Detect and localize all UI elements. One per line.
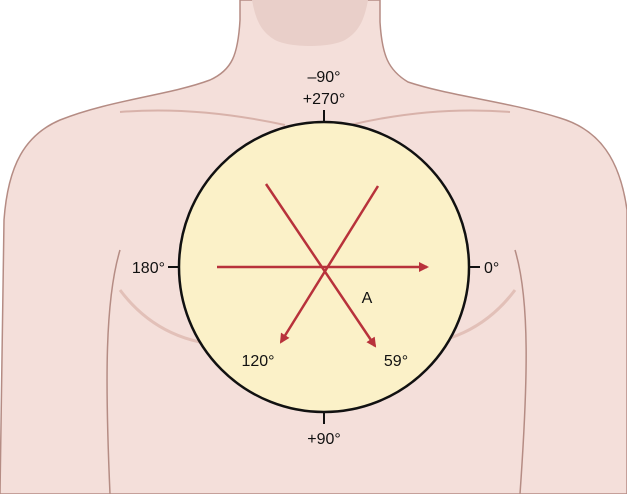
label-120: 120° [241,353,274,370]
label-minus-90: –90° [307,69,340,86]
label-59: 59° [384,353,408,370]
label-0: 0° [484,260,499,277]
label-plus-270: +270° [303,91,345,108]
label-180: 180° [132,260,165,277]
label-vector-a: A [362,290,373,307]
label-plus-90: +90° [307,431,341,448]
